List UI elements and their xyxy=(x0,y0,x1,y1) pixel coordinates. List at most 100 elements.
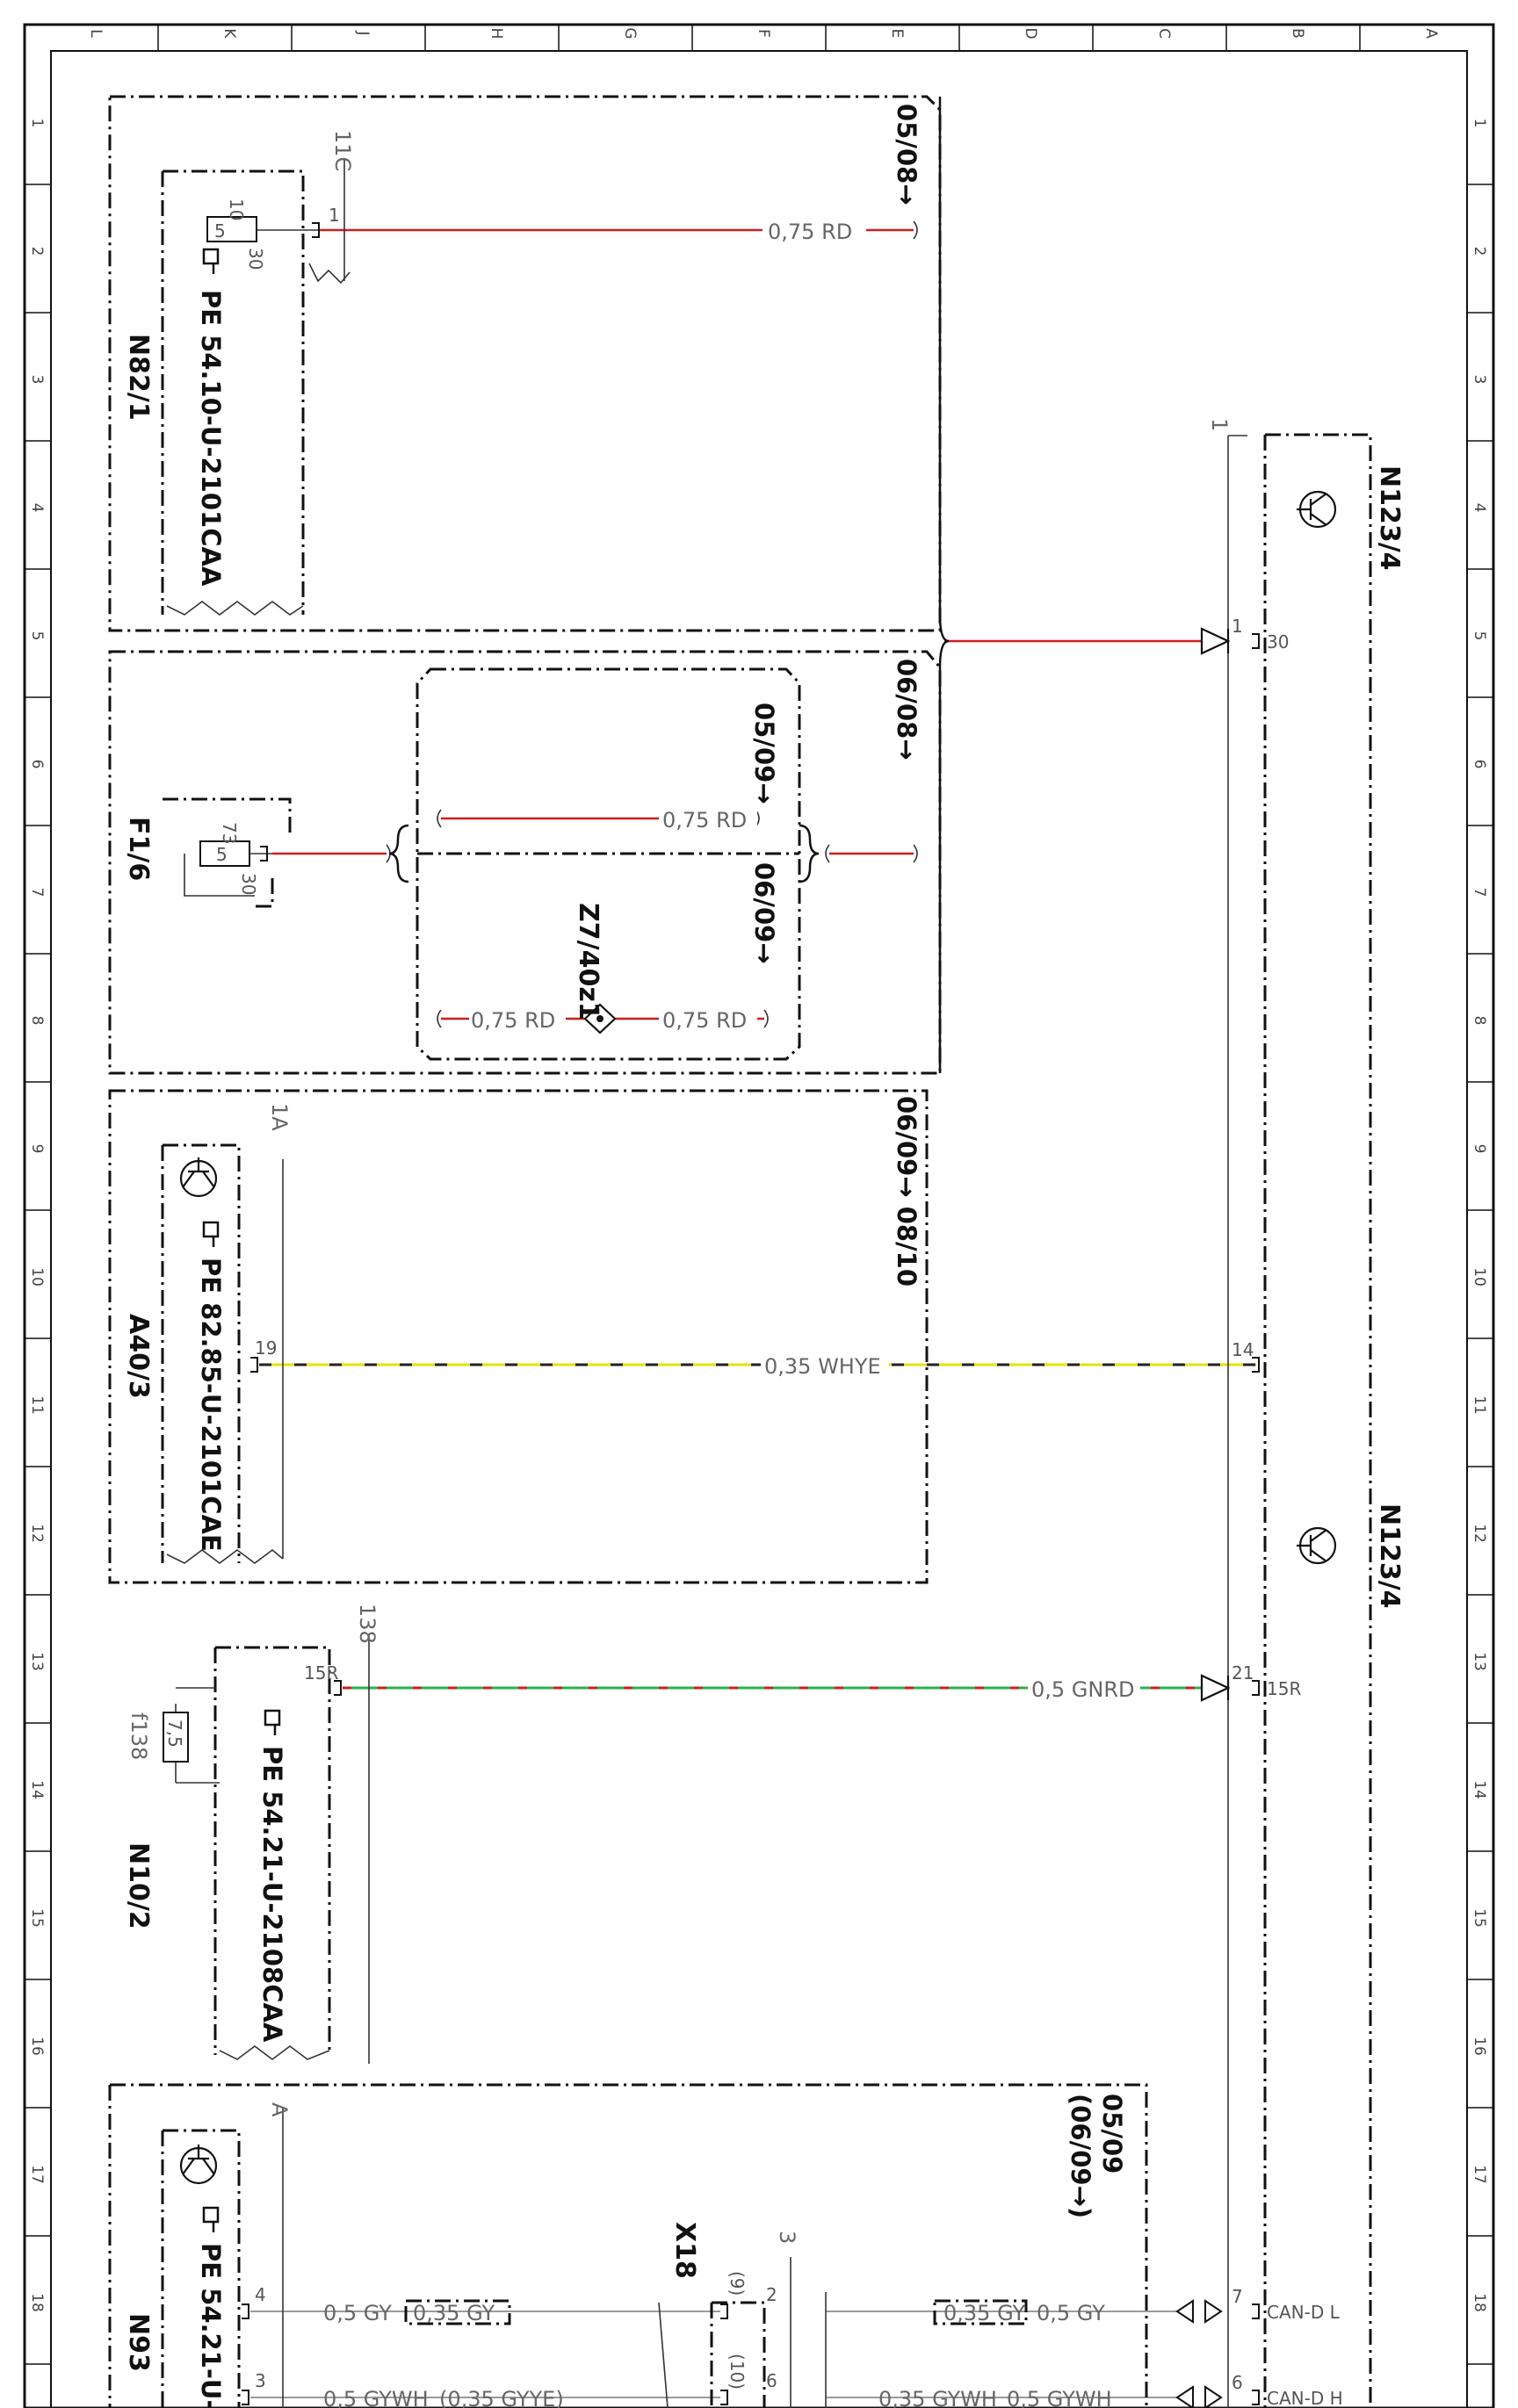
fuse-value-f16: 5 xyxy=(216,844,228,865)
fuse-f138 xyxy=(163,1712,189,1763)
wire-label-n93-b: 0,5 GYWH xyxy=(323,2387,429,2408)
grid-col-K: K xyxy=(220,28,238,39)
note-z7-a: 05/09→ xyxy=(749,703,779,804)
plug-n10: 138 xyxy=(355,1604,380,1644)
wires xyxy=(250,228,1256,2408)
grid-row-16-right: 16 xyxy=(1471,2037,1488,2056)
pin-x18-b-alt: (10) xyxy=(726,2354,748,2390)
arrow-15r-icon xyxy=(1200,1674,1231,1702)
grid-row-3-left: 3 xyxy=(28,375,46,385)
pin-n123-30: 1 xyxy=(1232,616,1243,637)
grid-col-C: C xyxy=(1155,28,1173,39)
fuse-value-n82: 5 xyxy=(214,220,226,242)
grid-row-5-left: 5 xyxy=(28,631,46,641)
fuse-pin-n82-b: 30 xyxy=(245,248,266,270)
x18-id: X18 xyxy=(669,2222,700,2279)
fuse-pin-f16-a: 73 xyxy=(219,822,240,844)
n82-id: N82/1 xyxy=(123,334,154,421)
note-n82: 05/08→ xyxy=(892,104,922,205)
transistor-n123-bottom-icon xyxy=(1297,1526,1337,1565)
pin-x18-a: 2 xyxy=(766,2284,777,2305)
grid-row-12-right: 12 xyxy=(1471,1524,1488,1543)
grid-col-B: B xyxy=(1289,28,1306,39)
wire-label-x18-c: 0,35 GY xyxy=(943,2301,1025,2325)
splice-z7-icon xyxy=(583,1003,617,1035)
a40-doc: PE 82.85-U-2101CAE xyxy=(196,1258,226,1552)
grid-row-17-right: 17 xyxy=(1471,2165,1488,2184)
component-boxes xyxy=(108,95,1372,2408)
arrow-symbols xyxy=(583,627,1231,2408)
grid-row-9-right: 9 xyxy=(1471,1144,1488,1154)
pin-n123-21: 21 xyxy=(1232,1662,1254,1683)
lbl-n123-30: 30 xyxy=(1267,631,1289,652)
grid-col-L: L xyxy=(87,29,105,38)
connector-pins xyxy=(242,222,1260,2405)
grid-row-12-left: 12 xyxy=(28,1524,46,1543)
wire-label-z7-b: 0,75 RD xyxy=(471,1008,555,1033)
fuse-id-f138: f138 xyxy=(126,1712,151,1760)
wire-label-whye: 0,35 WHYE xyxy=(764,1354,881,1379)
n10-id: N10/2 xyxy=(123,1842,154,1929)
grid-row-1-right: 1 xyxy=(1471,119,1488,128)
pointer-hand-icon xyxy=(202,2206,220,2232)
wire-label-n82: 0,75 RD xyxy=(768,220,852,244)
wire-label-x18-f: 0,5 GYWH xyxy=(1007,2387,1112,2408)
grid-col-E: E xyxy=(888,29,906,39)
grid-row-14-left: 14 xyxy=(28,1780,46,1799)
grid-row-4-right: 4 xyxy=(1471,503,1488,513)
grid-row-5-right: 5 xyxy=(1471,631,1488,641)
pin-x18-a-alt: (9) xyxy=(726,2271,748,2296)
pin-n93-b: 3 xyxy=(255,2370,266,2391)
grid-row-3-right: 3 xyxy=(1471,375,1488,385)
n123-id-top: N123/4 xyxy=(1374,465,1405,571)
grid-row-18-left: 18 xyxy=(28,2293,46,2312)
lbl-n123-can-h: CAN-D H xyxy=(1267,2388,1343,2408)
pin-a40: 19 xyxy=(255,1337,277,1359)
grid-row-2-left: 2 xyxy=(28,247,46,256)
grid-col-F: F xyxy=(755,29,772,38)
grid-row-10-left: 10 xyxy=(28,1267,46,1287)
wire-label-z7-a: 0,75 RD xyxy=(662,808,747,833)
grid-row-14-right: 14 xyxy=(1471,1780,1488,1799)
grid-col-H: H xyxy=(488,28,505,40)
plug-n82: 11C xyxy=(330,130,355,171)
grid-col-D: D xyxy=(1022,27,1039,39)
n93-doc: PE 54.21-U- xyxy=(196,2243,226,2408)
arrow-30-icon xyxy=(1200,627,1231,655)
transistor-n123-top-icon xyxy=(1297,490,1337,529)
arrow-can-l-icon xyxy=(1175,2299,1223,2324)
pointer-hand-icon xyxy=(202,248,220,274)
n123-id-bottom: N123/4 xyxy=(1374,1503,1405,1609)
pin-x18-b: 6 xyxy=(766,2370,777,2391)
n10-doc: PE 54.21-U-2108CAA xyxy=(257,1746,287,2043)
grid-col-J: J xyxy=(354,30,372,35)
fuse-pin-f16-b: 30 xyxy=(238,873,259,895)
pin-n123-14: 14 xyxy=(1232,1339,1254,1360)
wire-label-n93-a: 0,5 GY xyxy=(323,2301,392,2325)
note-f16: 06/08→ xyxy=(892,659,922,761)
grid-row-6-right: 6 xyxy=(1471,760,1488,769)
pin-n10: 15R xyxy=(304,1662,338,1683)
z7-id: Z7/40z1 xyxy=(573,903,604,1020)
plug-a40: 1A xyxy=(267,1103,292,1131)
wire-label-z7-c: 0,75 RD xyxy=(662,1008,747,1033)
arrow-can-h-icon xyxy=(1175,2385,1223,2408)
plug-n93: A xyxy=(267,2102,292,2117)
grid-col-A: A xyxy=(1422,28,1440,39)
fuse-n82 xyxy=(206,216,257,242)
f16-id: F1/6 xyxy=(123,817,154,881)
grid-row-4-left: 4 xyxy=(28,503,46,513)
auxiliary-lines xyxy=(166,97,950,2408)
grid-row-8-left: 8 xyxy=(28,1016,46,1026)
note-n93-a: 05/09 xyxy=(1097,2094,1127,2174)
grid-row-9-left: 9 xyxy=(28,1144,46,1154)
rotated-labels: N82/1 PE 54.10-U-2101CAA F1/6 Z7/40z1 A4… xyxy=(123,104,1405,2408)
fuses xyxy=(163,216,318,1763)
grid-row-15-left: 15 xyxy=(28,1908,46,1928)
grid-row-13-left: 13 xyxy=(28,1652,46,1671)
wire-label-gnrd: 0,5 GNRD xyxy=(1031,1677,1135,1702)
pointer-hand-icon xyxy=(264,1709,281,1735)
